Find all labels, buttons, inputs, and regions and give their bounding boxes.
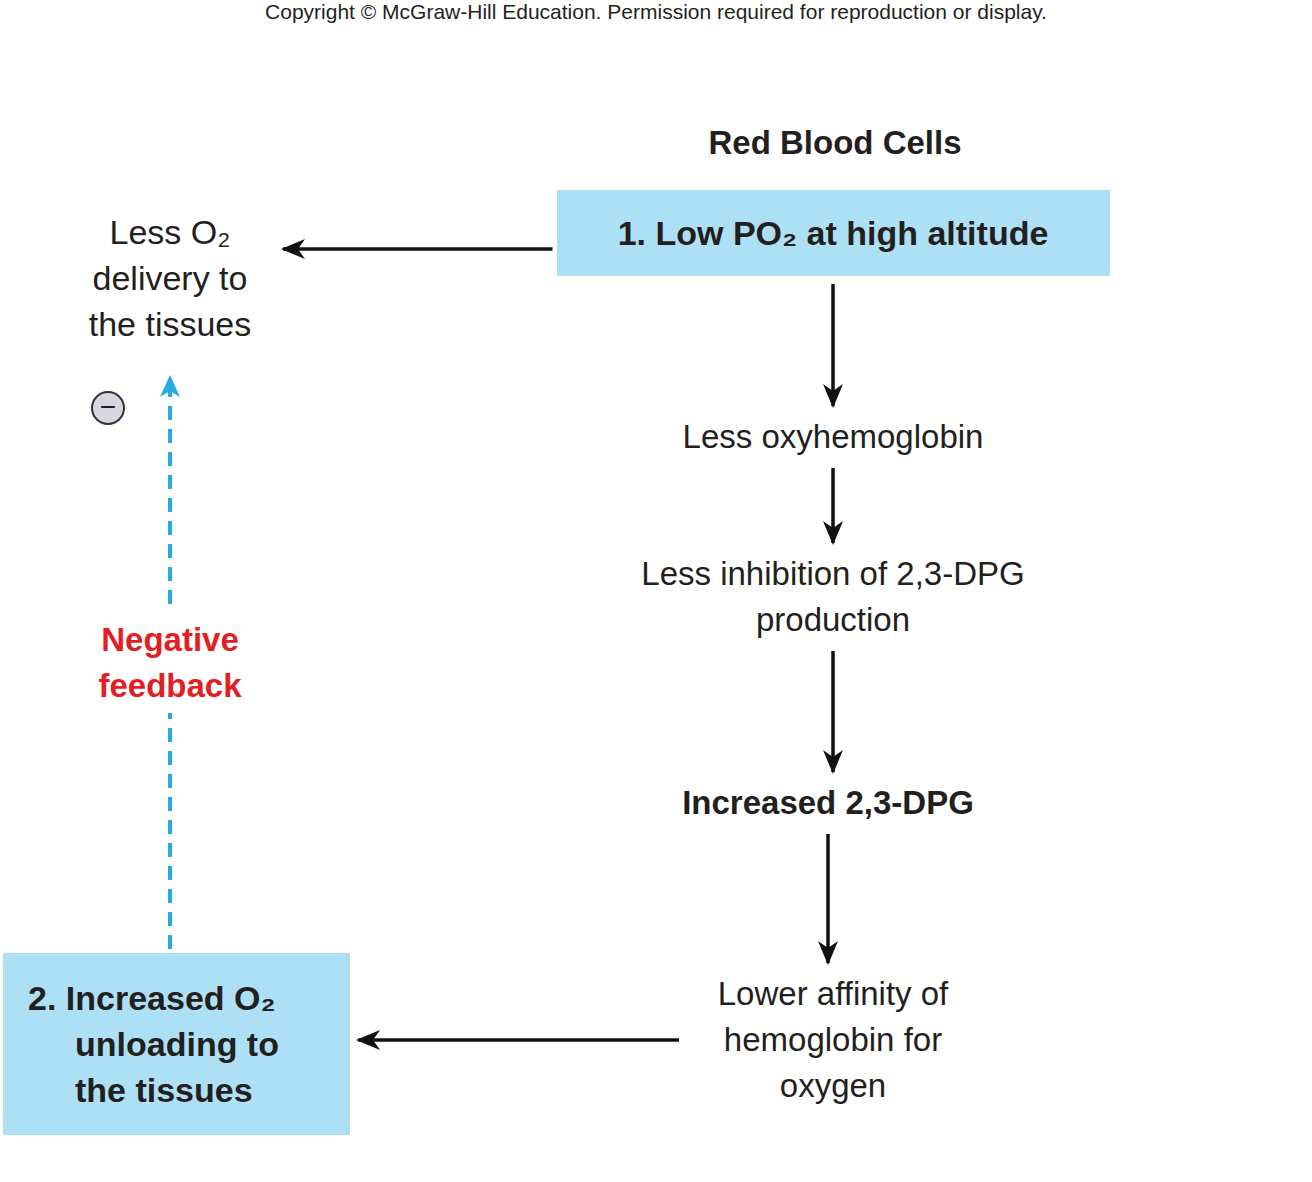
outcome-text: Less O₂ delivery to the tissues [65,209,275,347]
cell-highlight [1170,660,1188,950]
process-box: 2. Increased O₂ unloading to the tissues [3,953,350,1135]
node-text: Increased 2,3-DPG [618,780,1038,826]
node-text: Red Blood Cells [400,100,1292,163]
step-text: Lower affinity of hemoglobin for oxygen [683,971,983,1109]
step-text: Increased 2,3-DPG [618,780,1038,826]
negative-sign: − [91,391,125,425]
flow-arrow [831,468,835,543]
copyright-note: Copyright © McGraw-Hill Education. Permi… [0,0,1312,24]
node-text: Less oxyhemoglobin [623,414,1043,460]
process-box: 1. Low PO₂ at high altitude [557,190,1110,276]
flow-arrow [831,651,835,772]
node-text: 1. Low PO₂ at high altitude [567,210,1100,256]
step-text: Less oxyhemoglobin [623,414,1043,460]
node-text: Less inhibition of 2,3-DPG production [633,551,1033,643]
step-text: Less inhibition of 2,3-DPG production [633,551,1033,643]
flow-arrow [283,247,553,251]
flow-arrow [826,834,830,963]
flow-arrow [831,284,835,406]
node-text: 2. Increased O₂ unloading to the tissues [75,975,330,1113]
feedback-label: Negative feedback [70,613,270,713]
flow-arrow [358,1038,679,1042]
node-text: Lower affinity of hemoglobin for oxygen [683,971,983,1109]
red-blood-cell: Red Blood Cells 1. Low PO₂ at high altitu… [400,100,1292,1172]
cell-body [402,101,1290,1171]
node-text: Less O₂ delivery to the tissues [65,209,275,347]
